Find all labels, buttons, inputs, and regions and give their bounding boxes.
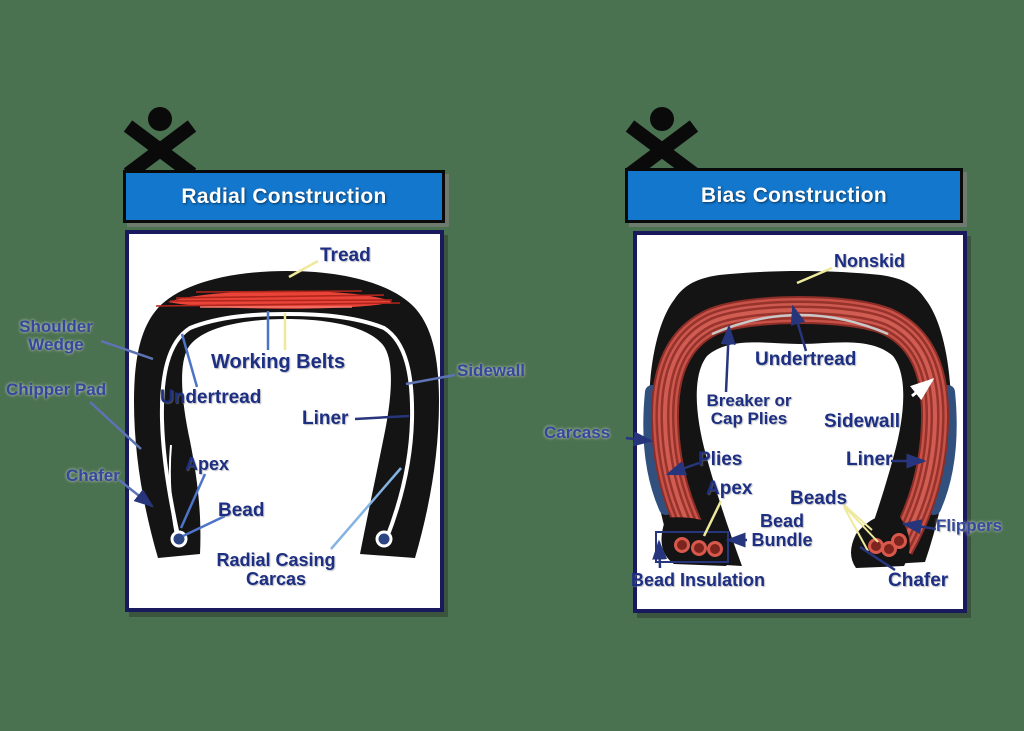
apex-leader bbox=[179, 473, 207, 529]
radial-tire-cross-section bbox=[134, 271, 439, 558]
belt-streaks bbox=[155, 290, 401, 307]
radial-bead-dot bbox=[173, 533, 185, 545]
person-icon bbox=[123, 107, 197, 180]
label-nonskid: Nonskid bbox=[834, 251, 906, 271]
carcass-patch-left bbox=[643, 385, 673, 515]
radial-title-bar: Radial Construction bbox=[123, 170, 445, 223]
chafer-leader bbox=[118, 479, 154, 508]
label-apex-radial: Apex bbox=[185, 454, 230, 474]
label-bead: Bead bbox=[218, 500, 265, 521]
apex-leader bbox=[702, 500, 723, 537]
bias-title: Bias Construction bbox=[701, 183, 887, 207]
beads-leader bbox=[843, 505, 879, 543]
label-plies: Plies bbox=[698, 449, 743, 470]
radial-bead-dot bbox=[378, 533, 390, 545]
liner-leader bbox=[354, 414, 410, 421]
label-sidewall-radial: Sidewall bbox=[457, 361, 526, 380]
bias-title-bar: Bias Construction bbox=[625, 168, 963, 223]
undertread-leader bbox=[790, 304, 808, 352]
undertread-leader bbox=[180, 333, 199, 388]
label-radial-casing-carcas: Radial Casing Carcas bbox=[216, 550, 336, 590]
label-undertread-radial: Undertread bbox=[160, 387, 262, 408]
radial-title: Radial Construction bbox=[181, 184, 387, 208]
label-flippers: Flippers bbox=[936, 516, 1003, 535]
carcass-leader bbox=[625, 431, 654, 447]
label-tread: Tread bbox=[320, 245, 371, 266]
label-chafer-bias: Chafer bbox=[888, 570, 949, 591]
label-bead-insulation: Bead Insulation bbox=[631, 570, 766, 590]
sidewall-white-arrow bbox=[909, 378, 935, 401]
flippers-leader bbox=[901, 519, 937, 535]
label-chipper-pad: Chipper Pad bbox=[6, 380, 107, 399]
tread-leader bbox=[288, 259, 319, 279]
label-sidewall-bias: Sidewall bbox=[824, 411, 901, 432]
radial-tire-body bbox=[134, 271, 439, 558]
label-apex-bias: Apex bbox=[706, 478, 753, 499]
label-shoulder-wedge: Shoulder Wedge bbox=[19, 317, 93, 355]
label-working-belts: Working Belts bbox=[211, 351, 346, 373]
bead-leader bbox=[182, 514, 226, 538]
bias-leader-lines bbox=[625, 266, 937, 572]
beads-leader bbox=[843, 506, 869, 552]
bead-insulation-leader bbox=[652, 539, 668, 569]
label-undertread-bias: Undertread bbox=[755, 349, 857, 370]
plies-leader bbox=[665, 461, 700, 476]
radial-casing-leader bbox=[330, 467, 402, 550]
radial-leader-lines bbox=[89, 259, 456, 550]
breaker-leader bbox=[720, 324, 736, 393]
chafer-leader bbox=[859, 545, 896, 572]
label-breaker-or-cap-plies: Breaker or Cap Plies bbox=[706, 391, 792, 429]
label-liner-bias: Liner bbox=[846, 449, 893, 470]
carcass-patch-right bbox=[927, 385, 957, 515]
bead-wires bbox=[674, 533, 907, 557]
person-icon bbox=[625, 107, 699, 180]
shoulder-wedge-leader bbox=[100, 339, 154, 361]
label-beads: Beads bbox=[790, 488, 848, 509]
beads-leader bbox=[843, 504, 873, 531]
label-liner-radial: Liner bbox=[302, 408, 349, 429]
sidewall-leader bbox=[405, 373, 456, 386]
radial-liner-line bbox=[159, 311, 415, 541]
label-carcass: Carcass bbox=[544, 423, 611, 442]
label-chafer-radial: Chafer bbox=[66, 466, 120, 485]
label-bead-bundle: Bead Bundle bbox=[751, 511, 813, 551]
chipper-pad-leader bbox=[89, 401, 142, 450]
nonskid-leader bbox=[796, 266, 833, 285]
